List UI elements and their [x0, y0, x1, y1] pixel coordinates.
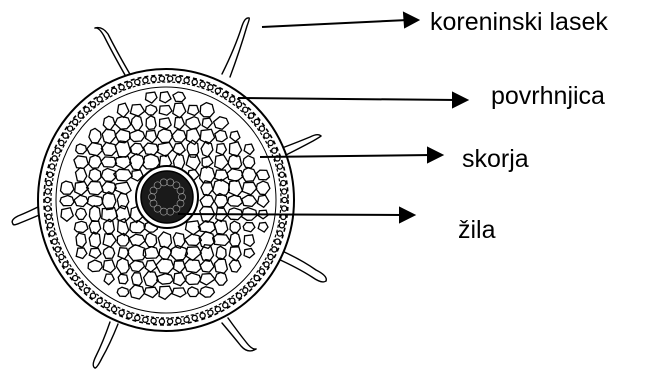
root-hair-bottom-right — [228, 318, 256, 349]
label-vascular: žila — [458, 218, 496, 243]
label-root-hair: koreninski lasek — [430, 10, 608, 35]
arrow-root-hair-line — [262, 20, 408, 27]
root-hair-right-lower — [280, 250, 326, 281]
root-hair-bottom-left — [93, 322, 110, 368]
arrow-cortex-head — [428, 148, 442, 162]
root-hair-top-left — [95, 28, 125, 75]
arrow-root-hair-head — [404, 13, 418, 27]
vascular-cylinder — [136, 166, 198, 228]
arrow-epidermis-line — [238, 98, 457, 100]
root-hair-right-upper — [282, 135, 321, 148]
arrow-epidermis-head — [453, 93, 467, 107]
arrow-vascular-line — [178, 214, 404, 215]
label-cortex: skorja — [462, 147, 529, 172]
arrow-vascular-head — [400, 208, 414, 222]
root-hair-top-right — [222, 18, 249, 74]
label-epidermis: povrhnjica — [491, 84, 605, 109]
